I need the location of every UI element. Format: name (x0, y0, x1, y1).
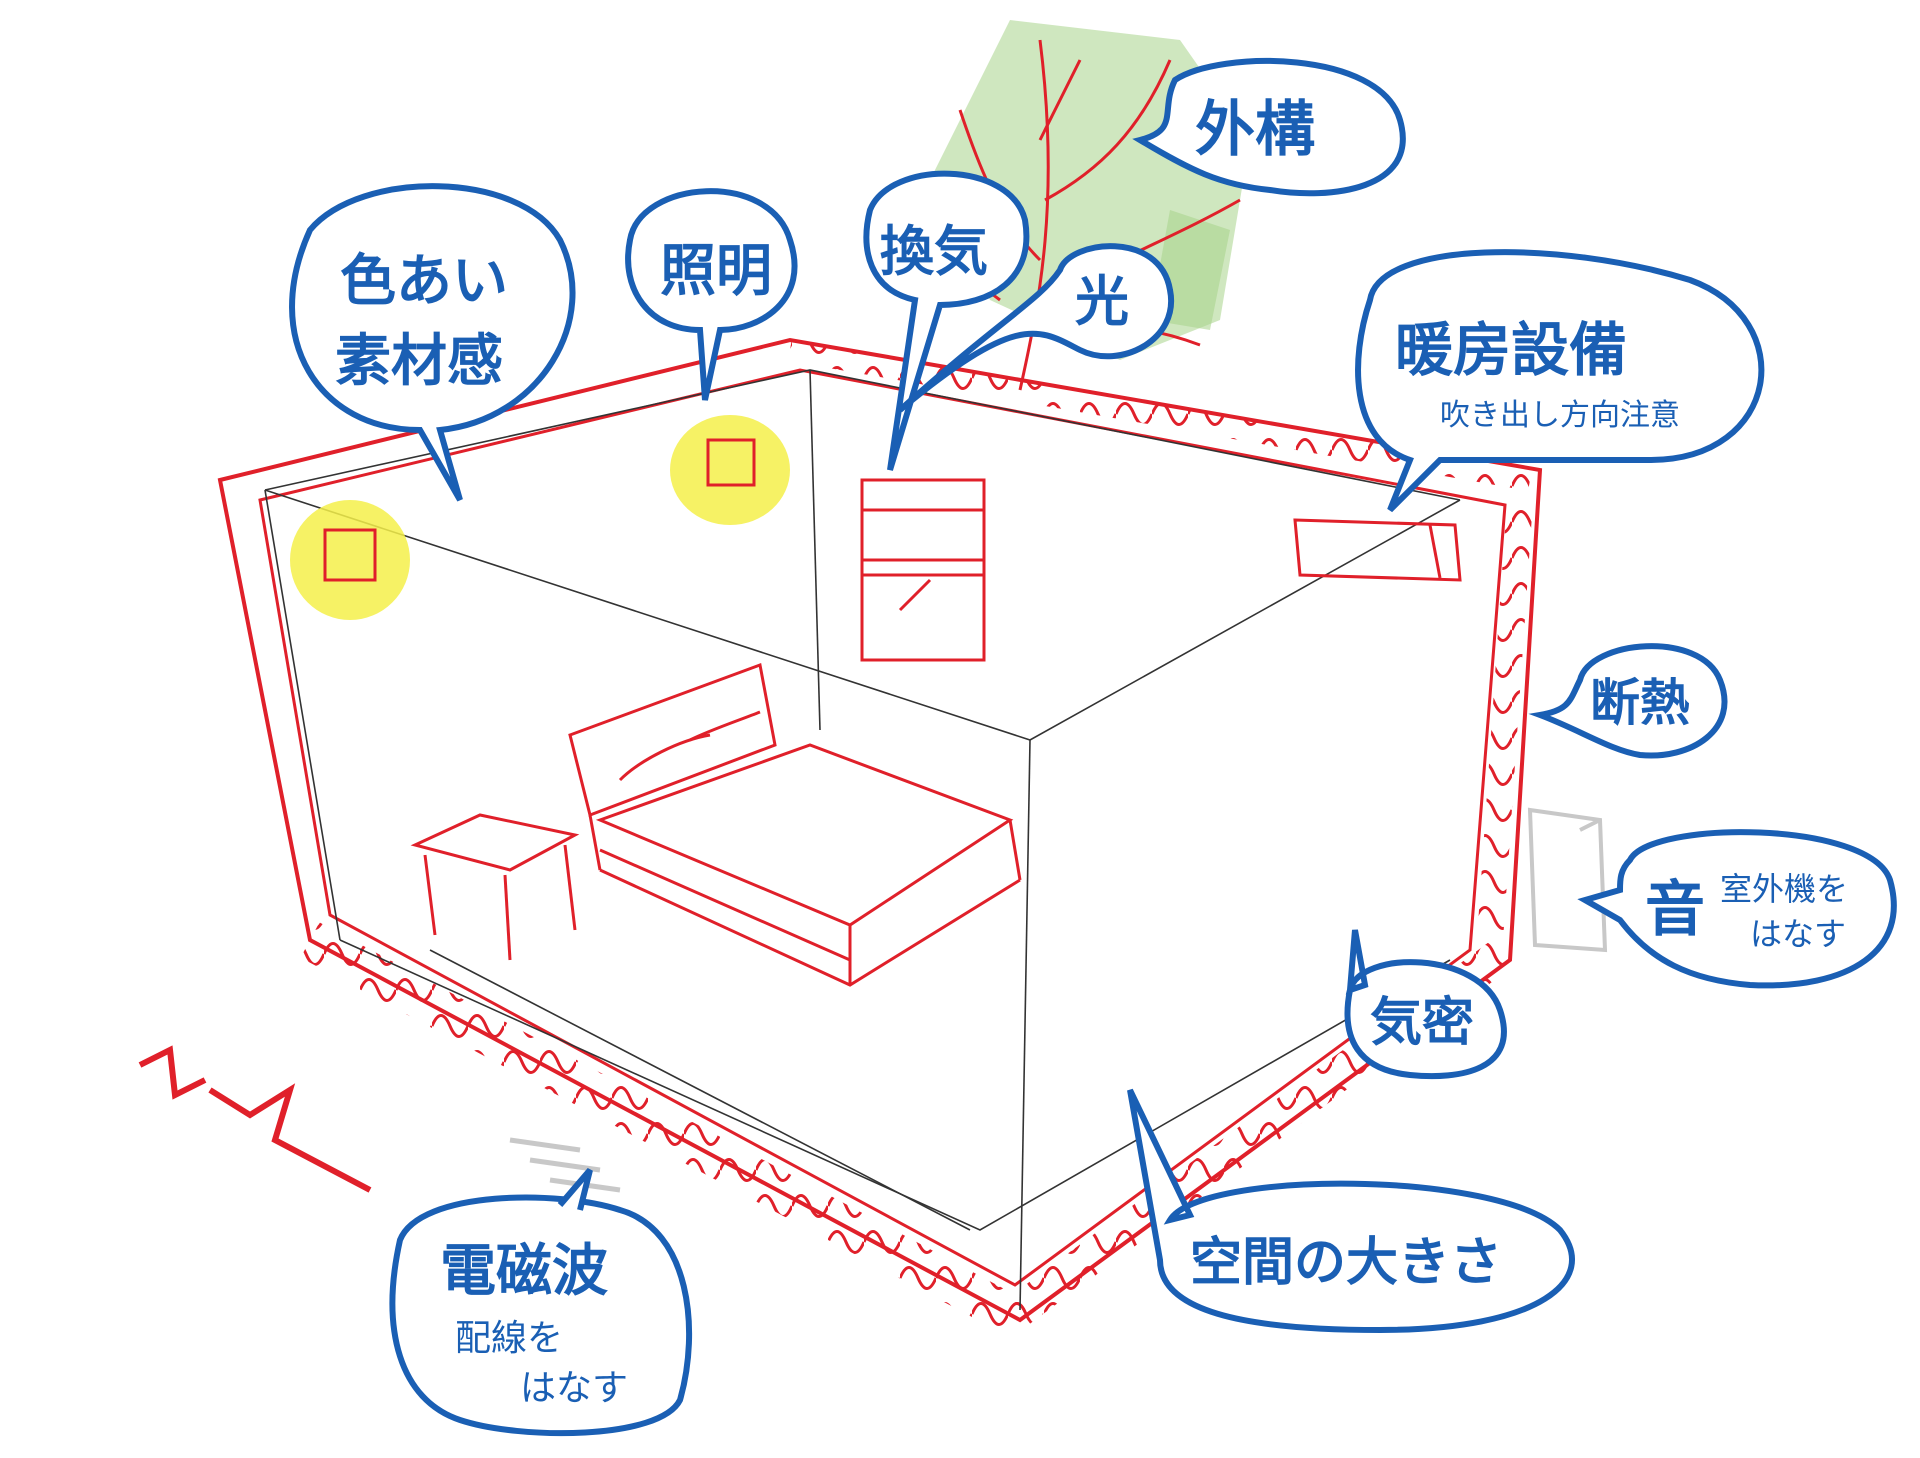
bubble-insulation: 断熱 (1528, 643, 1728, 759)
north-arrow (138, 1045, 372, 1193)
bubble-airtight: 気密 (1344, 929, 1507, 1080)
bubble-color-material: 色あい 素材感 (289, 183, 576, 502)
label-sound-sub-2: はなす (1750, 915, 1846, 953)
label-exterior: 外構 (1195, 95, 1315, 165)
label-sound: 音 (1645, 875, 1705, 945)
label-material: 素材感 (335, 329, 503, 394)
outdoor-unit (1527, 807, 1608, 953)
bubble-heating: 暖房設備 吹き出し方向注意 (1355, 249, 1765, 513)
label-space-size: 空間の大きさ (1190, 1233, 1502, 1293)
label-color: 色あい (340, 249, 508, 314)
bubble-light: 光 (897, 243, 1175, 413)
air-conditioner (1293, 518, 1462, 582)
label-light: 光 (1075, 270, 1129, 333)
window (860, 478, 986, 662)
wall-lamp-left (290, 500, 410, 620)
bubble-em-waves: 電磁波 配線を はなす (389, 1168, 693, 1437)
label-em-sub-2: はなす (520, 1368, 628, 1409)
label-heating-sub: 吹き出し方向注意 (1440, 398, 1680, 433)
em-wave-scribble (509, 1137, 621, 1193)
label-ventilation: 換気 (880, 220, 988, 283)
label-airtight: 気密 (1370, 993, 1474, 1053)
bubble-ventilation: 換気 (863, 170, 1030, 471)
side-table (410, 813, 580, 961)
bed (568, 662, 1022, 987)
room-guide-lines (264, 369, 1461, 1311)
label-em: 電磁波 (440, 1239, 608, 1304)
wall-lamp-center (670, 415, 790, 525)
label-heating: 暖房設備 (1395, 316, 1627, 384)
bubble-lighting: 照明 (625, 188, 798, 401)
label-em-sub-1: 配線を (455, 1318, 563, 1359)
label-lighting: 照明 (660, 239, 772, 304)
room-walls (217, 337, 1543, 1338)
bubble-sound: 音 室外機を はなす (1577, 829, 1897, 989)
bubble-space-size: 空間の大きさ (1127, 1088, 1575, 1334)
label-insulation: 断熱 (1590, 674, 1690, 732)
bubble-exterior: 外構 (1132, 57, 1406, 197)
label-sound-sub-1: 室外機を (1720, 870, 1848, 908)
